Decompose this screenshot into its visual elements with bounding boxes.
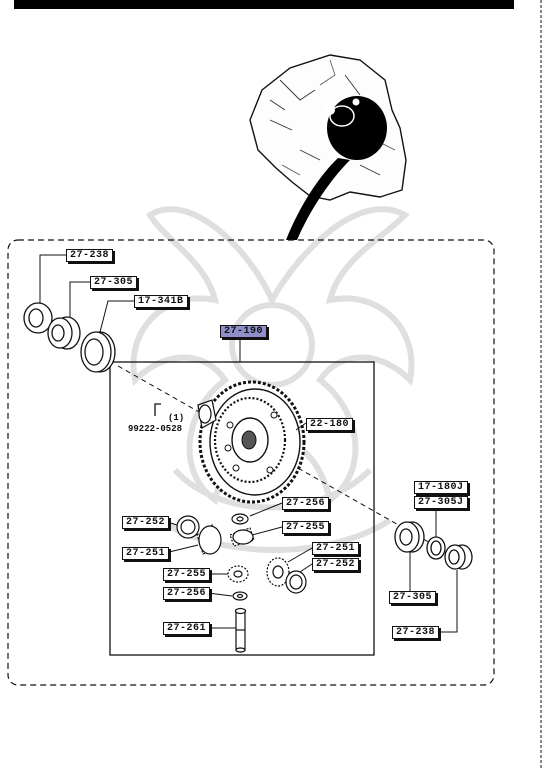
outer-dashed-boundary (7, 239, 495, 686)
label-17-180j: 17-180J (414, 481, 468, 494)
label-17-341b: 17-341B (134, 295, 188, 308)
ring-gear (197, 380, 306, 504)
label-27-238-bottom: 27-238 (392, 626, 440, 639)
left-bearing-group (23, 302, 116, 373)
label-22-180: 22-180 (306, 418, 354, 431)
quantity-note: (1) (168, 413, 185, 423)
small-gears (176, 513, 307, 601)
label-27-305-bottom: 27-305 (389, 591, 437, 604)
label-27-252-a: 27-252 (122, 516, 170, 529)
label-27-251-a: 27-251 (122, 547, 170, 560)
watermark-emblem (130, 206, 415, 553)
label-27-251-b: 27-251 (312, 542, 360, 555)
transaxle-housing (249, 54, 407, 240)
top-border-bar (14, 0, 514, 9)
label-27-252-b: 27-252 (312, 558, 360, 571)
differential-assembly-box (109, 361, 375, 656)
pinion-shaft (234, 607, 247, 653)
label-27-305j: 27-305J (414, 496, 468, 509)
pin-symbol (154, 403, 161, 416)
label-27-190: 27-190 (220, 325, 268, 338)
leader-lines (39, 254, 458, 633)
part-number-note: 99222-0528 (128, 424, 183, 434)
label-27-256-a: 27-256 (282, 497, 330, 510)
center-axis-line (117, 365, 463, 562)
label-27-256-b: 27-256 (163, 587, 211, 600)
label-27-255-b: 27-255 (163, 568, 211, 581)
right-bearing-group (394, 521, 473, 570)
label-27-255-a: 27-255 (282, 521, 330, 534)
page-edge (540, 0, 542, 768)
label-27-305-top: 27-305 (90, 276, 138, 289)
label-27-238-top: 27-238 (66, 249, 114, 262)
label-27-261: 27-261 (163, 622, 211, 635)
